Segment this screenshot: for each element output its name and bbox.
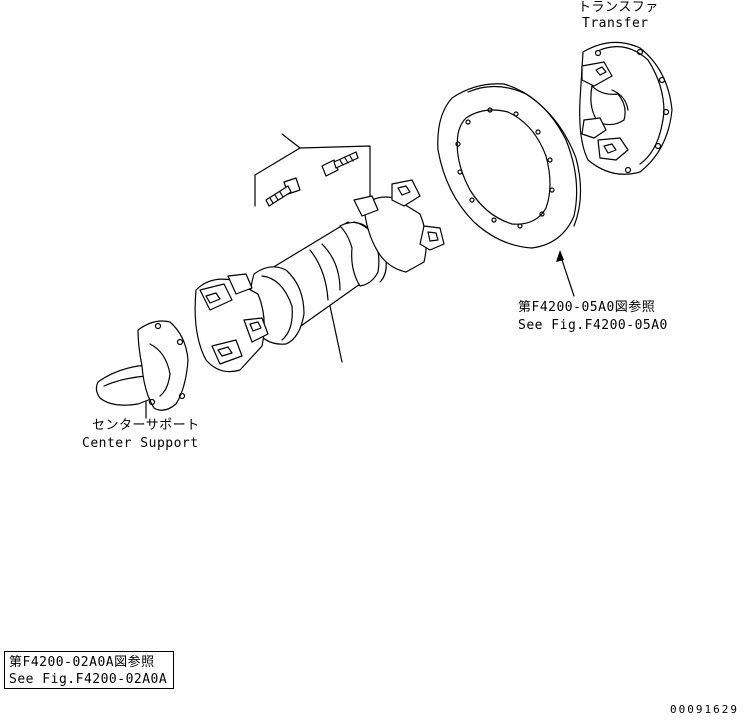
center-support-label-en: Center Support	[82, 436, 199, 451]
ring-reference-label-en: See Fig.F4200-05A0	[518, 318, 668, 333]
figure-reference-label-en: See Fig.F4200-02A0A	[9, 672, 168, 687]
bolt-leader-lines	[254, 133, 371, 207]
brake-drum-ring	[437, 83, 582, 249]
center-support-label-jp: センターサポート	[92, 418, 200, 433]
bolt-upper	[321, 151, 359, 177]
transfer-label-jp: トランスファ	[578, 0, 659, 15]
shaft-leader-line	[329, 305, 343, 363]
bolt-lower	[265, 177, 301, 207]
center-support-flange	[95, 320, 189, 411]
drive-shaft	[194, 179, 445, 373]
figure-reference-label-jp: 第F4200-02A0A図参照	[9, 655, 155, 670]
transfer-flange-yoke	[579, 41, 673, 175]
transfer-label-en: Transfer	[582, 16, 649, 31]
figure-reference-box: 第F4200-02A0A図参照 See Fig.F4200-02A0A	[4, 651, 174, 689]
ring-reference-arrow	[556, 250, 575, 297]
ring-reference-label-jp: 第F4200-05A0図参照	[518, 300, 656, 315]
drawing-number: 00091629	[670, 703, 739, 716]
